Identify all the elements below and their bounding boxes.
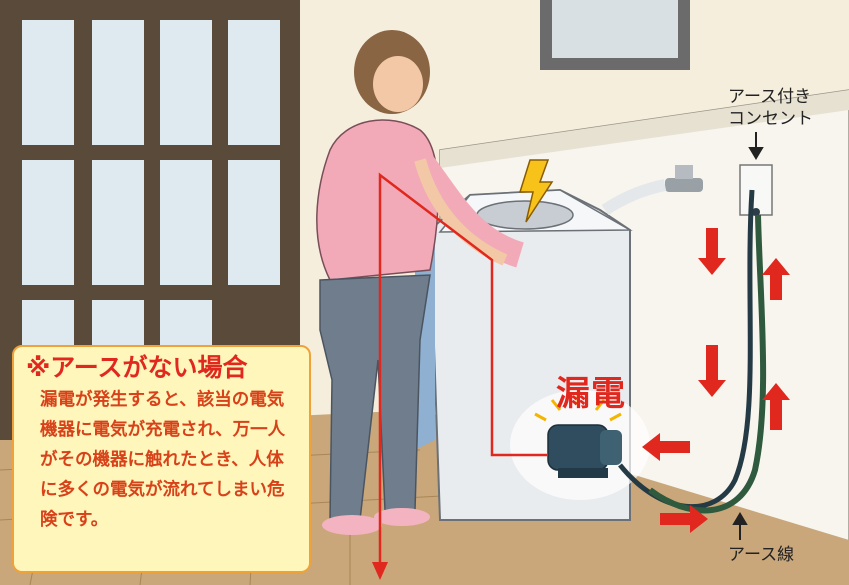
leakage-path — [378, 172, 548, 575]
outlet — [739, 164, 773, 216]
leak-label: 漏電 — [556, 374, 626, 414]
washer-lid — [476, 200, 574, 230]
leakage-arrow-head — [372, 562, 388, 580]
warning-note-body: 漏電が発生すると、該当の電気機器に電気が充電され、万一人がその機器に触れたとき、… — [40, 390, 286, 530]
indicator-arrows — [732, 132, 764, 540]
faucet — [601, 165, 703, 216]
outlet-label: アース付き コンセント — [728, 86, 813, 130]
spark-rays — [534, 392, 622, 422]
motor — [547, 424, 622, 478]
warning-note: ※アースがない場合 漏電が発生すると、該当の電気機器に電気が充電され、万一人がそ… — [12, 345, 311, 573]
panel-ledge — [440, 90, 849, 168]
person — [316, 30, 525, 535]
lightning-bolt-icon — [518, 159, 554, 223]
outlet-label-line2: コンセント — [728, 109, 813, 129]
warning-note-title: ※アースがない場合 — [26, 353, 248, 382]
outlet-label-line1: アース付き — [728, 87, 812, 107]
ground-wire-label: アース線 — [728, 545, 795, 565]
current-arrows — [642, 228, 790, 533]
